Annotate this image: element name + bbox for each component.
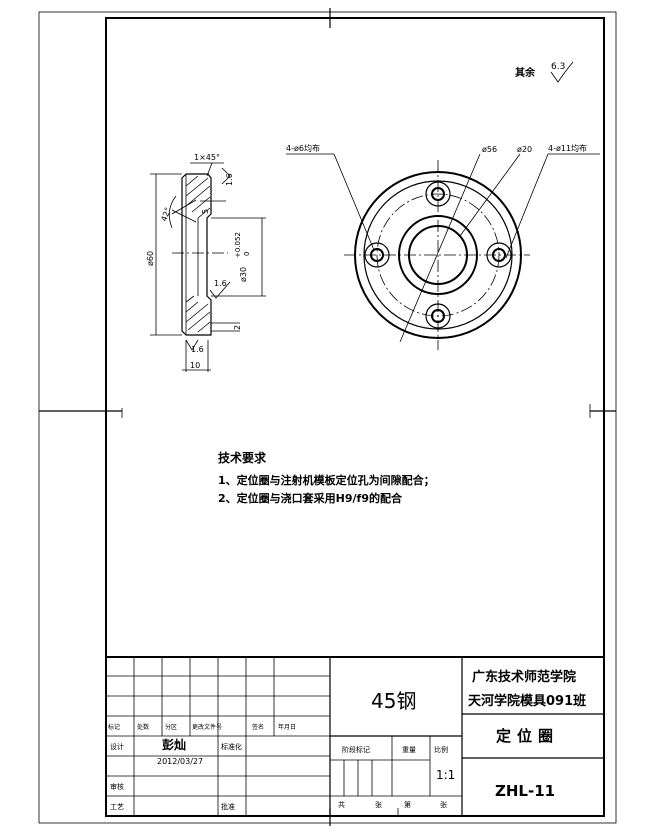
part-name: 定位圈 [496, 727, 559, 745]
label-weight: 重量 [402, 746, 416, 754]
bolt-circle-56 [376, 193, 500, 317]
label-designer: 设计 [110, 742, 124, 751]
dim-diameter-30: ø30 [239, 267, 248, 282]
roughness-top-icon [221, 167, 231, 185]
label-review: 审核 [110, 782, 124, 791]
design-date: 2012/03/27 [157, 757, 203, 766]
requirement-2: 2、定位圈与浇口套采用H9/f9的配合 [218, 491, 403, 505]
label-mark: 标记 [108, 723, 120, 731]
dim-10: 10 [190, 361, 200, 370]
scale-value: 1:1 [436, 768, 455, 782]
front-view: 4-ø6均布 ø56 ø20 4-ø11均布 [286, 143, 600, 350]
roughness-symbol-icon [550, 61, 574, 83]
title-block: 标记 处数 分区 更改文件号 签名 年月日 设计 彭灿 标准化 2012/03/… [105, 656, 605, 817]
sheet-outer-border [38, 11, 617, 824]
label-approve: 批准 [221, 802, 235, 811]
sheet-total-label: 共 [338, 800, 345, 809]
leader-holes-11 [505, 153, 549, 259]
note-holes-6: 4-ø6均布 [286, 143, 320, 153]
section-view: ø60 ø30 +0.052 0 1×45° 1.6 5 42° 1.6 2 1… [146, 153, 266, 372]
leader-dia-56 [399, 153, 481, 343]
dim-tolerance-upper: +0.052 [234, 232, 242, 258]
leader-dia-20 [459, 153, 521, 237]
requirements-title: 技术要求 [218, 450, 267, 465]
mount-holes [364, 181, 512, 329]
section-profile [181, 173, 212, 336]
drawing-number: ZHL-11 [495, 782, 555, 800]
dim-roughness-mid: 1.6 [214, 279, 227, 288]
roughness-label: 其余 [515, 66, 536, 79]
roughness-mid-icon [209, 281, 231, 299]
dim-2: 2 [233, 325, 242, 330]
dim-tolerance-lower: 0 [243, 252, 251, 256]
leader-holes-6 [333, 153, 375, 251]
note-holes-11: 4-ø11均布 [548, 143, 587, 153]
label-zone: 分区 [165, 723, 177, 731]
note-dia-56: ø56 [482, 145, 497, 154]
requirement-1: 1、定位圈与注射机模板定位孔为间隙配合； [218, 473, 435, 487]
label-date: 年月日 [278, 723, 296, 731]
school-line-2: 天河学院模具091班 [468, 693, 586, 709]
label-scale: 比例 [434, 745, 448, 754]
dim-5: 5 [201, 209, 210, 214]
section-hatch-top [185, 175, 211, 219]
bore-circle-20 [408, 225, 468, 285]
dim-angle: 42° [159, 206, 172, 222]
sheet-no-label: 第 [404, 800, 411, 809]
designer-name: 彭灿 [162, 737, 186, 752]
sheet-unit-label: 张 [375, 800, 382, 809]
bore-circle-outer [398, 215, 478, 295]
label-count: 处数 [137, 723, 149, 731]
label-sign: 签名 [252, 723, 264, 731]
material: 45钢 [371, 689, 416, 713]
note-dia-20: ø20 [517, 145, 532, 154]
school-line-1: 广东技术师范学院 [472, 669, 576, 685]
dim-diameter-60: ø60 [146, 251, 155, 266]
angle-arc [168, 195, 177, 229]
outer-circle-60 [354, 171, 522, 339]
section-hatch-bottom [185, 295, 211, 333]
roughness-value: 6.3 [551, 62, 565, 72]
chamfer-note: 1×45° [194, 153, 220, 162]
sheet-unit2-label: 张 [440, 800, 447, 809]
label-standard: 标准化 [221, 742, 242, 751]
label-process: 工艺 [110, 803, 124, 811]
label-change-doc: 更改文件号 [192, 723, 222, 731]
label-stage: 阶段标记 [342, 745, 370, 754]
roughness-bottom-icon [185, 339, 199, 351]
dim-roughness-bottom: 1.6 [191, 345, 204, 354]
chamfer-circle [363, 180, 513, 330]
dim-roughness-top: 1.6 [225, 173, 234, 186]
